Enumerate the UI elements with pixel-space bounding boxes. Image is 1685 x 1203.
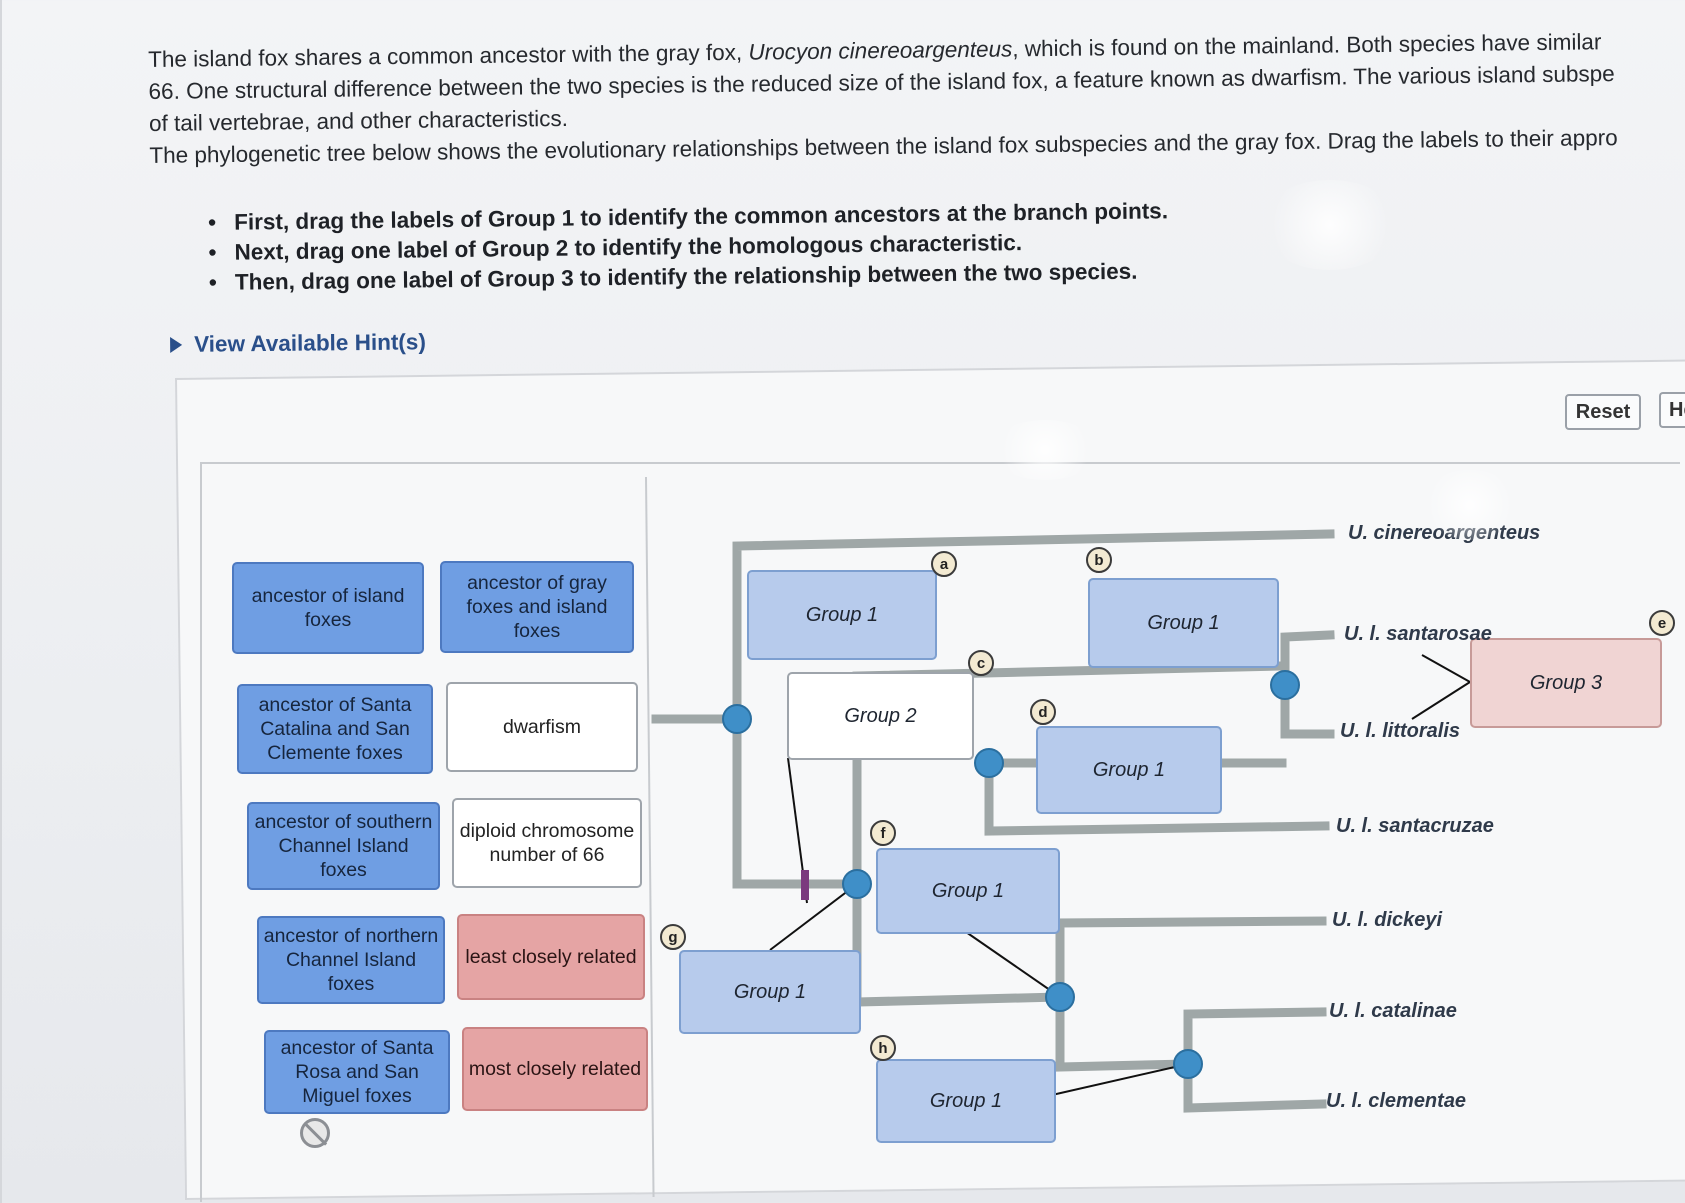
drag-workspace [200,462,1680,1202]
badge-f: f [870,820,896,846]
label-ancestor-of-island-foxes[interactable]: ancestor of island foxes [232,562,424,654]
label-ancestor-of-catalina-clemente-foxes[interactable]: ancestor of Santa Catalina and San Cleme… [237,684,433,774]
badge-a: a [931,551,957,577]
branch-node-rosa-miguel [1270,670,1300,700]
label-least-closely-related[interactable]: least closely related [457,914,645,1000]
drop-target-a[interactable]: Group 1 [747,570,937,660]
species-catalinae: U. l. catalinae [1329,1000,1457,1022]
not-allowed-cursor-icon [300,1118,330,1148]
label-ancestor-of-southern-channel-island-foxes[interactable]: ancestor of southern Channel Island foxe… [247,802,440,890]
species-santarosae: U. l. santarosae [1344,623,1492,645]
badge-h: h [870,1035,896,1061]
label-dwarfism[interactable]: dwarfism [446,682,638,772]
window-edge [0,0,2,1203]
species-santacruzae: U. l. santacruzae [1336,815,1494,837]
help-button[interactable]: He [1659,392,1685,428]
trait-marker [801,870,809,900]
label-diploid-chromosome-number[interactable]: diploid chromosome number of 66 [452,798,642,888]
drop-target-e[interactable]: Group 3 [1470,638,1662,728]
species-clementae: U. l. clementae [1326,1090,1467,1112]
badge-e: e [1649,610,1675,636]
species-dickeyi: U. l. dickeyi [1332,909,1443,931]
label-ancestor-of-gray-and-island-foxes[interactable]: ancestor of gray foxes and island foxes [440,561,634,653]
label-ancestor-of-northern-channel-island-foxes[interactable]: ancestor of northern Channel Island foxe… [257,916,445,1004]
drop-target-b[interactable]: Group 1 [1088,578,1279,668]
species-littoralis: U. l. littoralis [1340,720,1461,742]
label-ancestor-of-santa-rosa-san-miguel-foxes[interactable]: ancestor of Santa Rosa and San Miguel fo… [264,1030,450,1114]
species-cinereoargenteus: U. cinereoargenteus [1348,522,1541,544]
drop-target-c[interactable]: Group 2 [787,672,974,760]
drop-target-h[interactable]: Group 1 [876,1059,1056,1143]
badge-b: b [1086,547,1112,573]
branch-node-island [842,869,872,899]
branch-node-southern [1045,982,1075,1012]
drop-target-d[interactable]: Group 1 [1036,726,1222,814]
drop-target-f[interactable]: Group 1 [876,848,1060,934]
drop-target-g[interactable]: Group 1 [679,950,861,1034]
badge-d: d [1030,699,1056,725]
reset-button[interactable]: Reset [1565,394,1641,430]
branch-node-catalina-clemente [1173,1049,1203,1079]
badge-g: g [660,924,686,950]
branch-node-root [722,704,752,734]
branch-node-northern [974,748,1004,778]
label-most-closely-related[interactable]: most closely related [462,1027,648,1111]
badge-c: c [968,650,994,676]
